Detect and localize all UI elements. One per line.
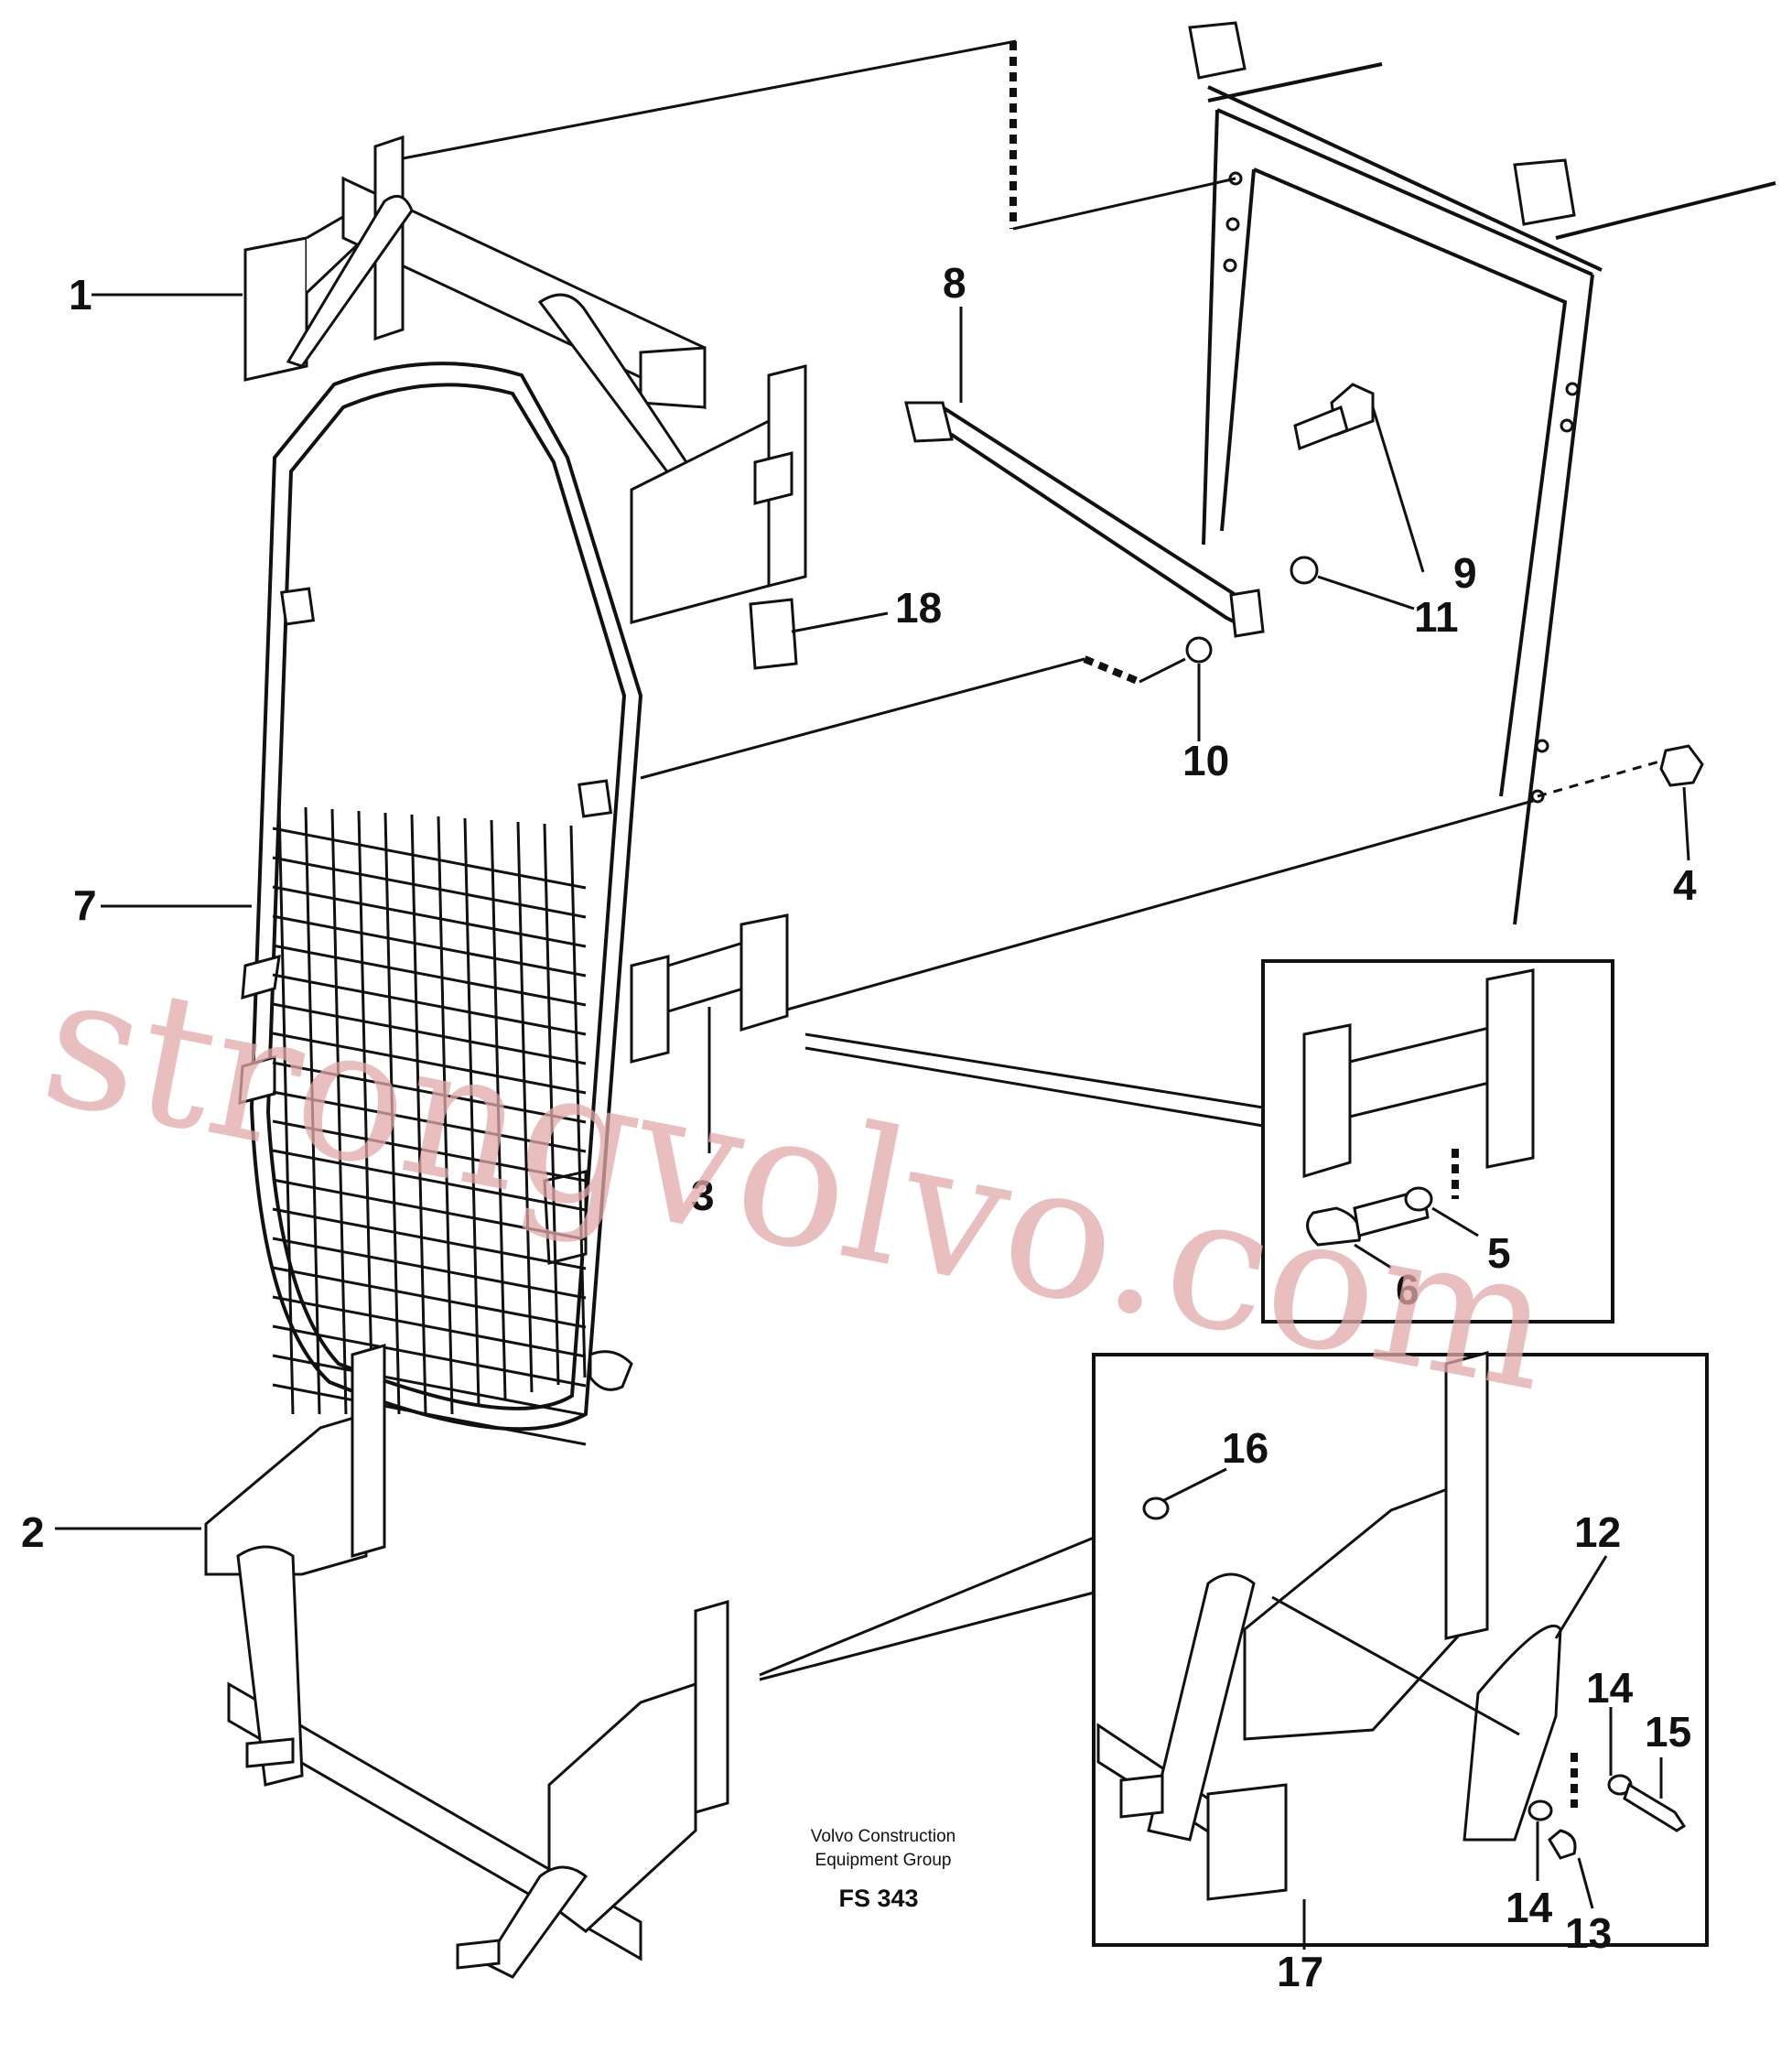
mesh-wire [272,827,587,890]
callout-1: 1 [69,271,92,319]
callout-14-upper: 14 [1586,1664,1634,1712]
callout-15: 15 [1645,1708,1691,1756]
callout-13: 13 [1565,1909,1612,1957]
callout-10: 10 [1182,737,1229,784]
mesh-wire [330,808,348,1415]
mesh-wire [277,805,295,1415]
mesh-wire [272,1295,587,1358]
callout-5: 5 [1487,1229,1511,1277]
mesh-wire [516,821,534,1393]
callout-17: 17 [1277,1948,1323,1995]
figure-code: FS 343 [838,1885,918,1912]
callout-labels: 1 2 3 4 5 6 7 8 9 10 11 12 13 14 14 15 1… [21,259,1697,1995]
callout-7: 7 [73,881,97,929]
mesh-wire [272,1032,587,1095]
mesh-wire [357,810,374,1415]
plate-part-18 [749,598,798,670]
nut-part-4 [1659,744,1704,787]
nut-part-10 [1185,636,1213,664]
work-light-icon [1188,21,1247,80]
mesh-wire [272,1061,587,1124]
mesh-wire [272,1149,587,1212]
callout-11: 11 [1414,593,1459,641]
mid-bracket-part-3 [630,913,789,1153]
mesh-wire [272,1383,587,1446]
inset-detail-2 [759,1351,1709,1947]
mesh-wire [272,914,587,978]
support-bar-part-8 [904,401,1265,638]
grille-door-part-7 [238,362,643,1446]
caption-line-1: Volvo Construction [811,1827,955,1846]
mesh-wire [272,1324,587,1388]
mesh-wire [272,944,587,1007]
mesh-wire [304,806,321,1415]
mesh-wire [272,1354,587,1417]
callout-14-lower: 14 [1506,1884,1553,1931]
callout-4: 4 [1673,861,1697,909]
mesh-wire [272,1266,587,1329]
mesh-wire [272,885,587,948]
mesh-wire [272,973,587,1036]
mesh-wire [272,1207,587,1270]
upper-bracket-part-1 [243,135,807,624]
leader-lines [55,293,1690,1950]
washer-part-11 [1290,556,1319,585]
mesh-wire [272,1090,587,1153]
mesh-wire [437,816,454,1415]
mesh-wire [463,817,480,1408]
callout-8: 8 [943,259,966,307]
bolt-part-9 [1293,383,1375,451]
callout-6: 6 [1396,1266,1420,1313]
lower-bracket-part-2 [204,1344,729,1979]
mesh-wire [272,1119,587,1183]
work-light-icon [1513,158,1576,226]
callout-2: 2 [21,1508,45,1556]
mesh-wire [272,1178,587,1241]
caption-line-2: Equipment Group [815,1851,952,1870]
callout-12: 12 [1574,1508,1621,1556]
cab-frame [1188,21,1776,925]
callout-9: 9 [1453,549,1477,597]
callout-16: 16 [1222,1424,1268,1472]
callout-18: 18 [895,584,942,632]
mesh-wire [272,856,587,919]
mesh-wire [272,1002,587,1065]
callout-3: 3 [691,1172,715,1219]
mesh-wire [490,819,507,1400]
inset-detail-3 [804,959,1614,1324]
mesh-wire [569,825,587,1378]
wire-mesh [272,805,587,1446]
mesh-wire [272,1237,587,1300]
